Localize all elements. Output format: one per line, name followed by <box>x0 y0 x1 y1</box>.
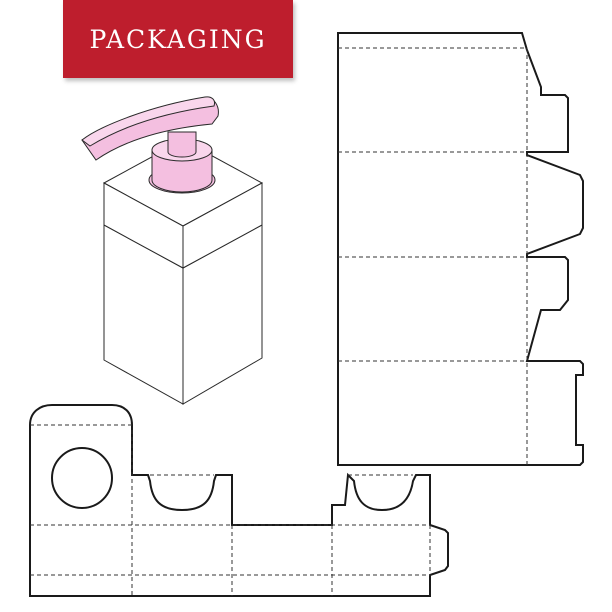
box-lid-right-band <box>182 182 263 269</box>
pump-nozzle-top <box>81 96 215 147</box>
circle-cutout <box>51 447 113 509</box>
vertical-dieline-outline <box>337 32 584 466</box>
pump-body <box>151 149 213 193</box>
vertical-dieline <box>337 32 584 466</box>
horizontal-dieline <box>29 404 449 597</box>
horizontal-dieline-outline <box>29 404 449 597</box>
dispenser-box-illustration <box>81 96 264 405</box>
pump-stem <box>167 131 197 158</box>
packaging-banner: PACKAGING <box>63 0 293 78</box>
banner-title: PACKAGING <box>89 24 267 54</box>
